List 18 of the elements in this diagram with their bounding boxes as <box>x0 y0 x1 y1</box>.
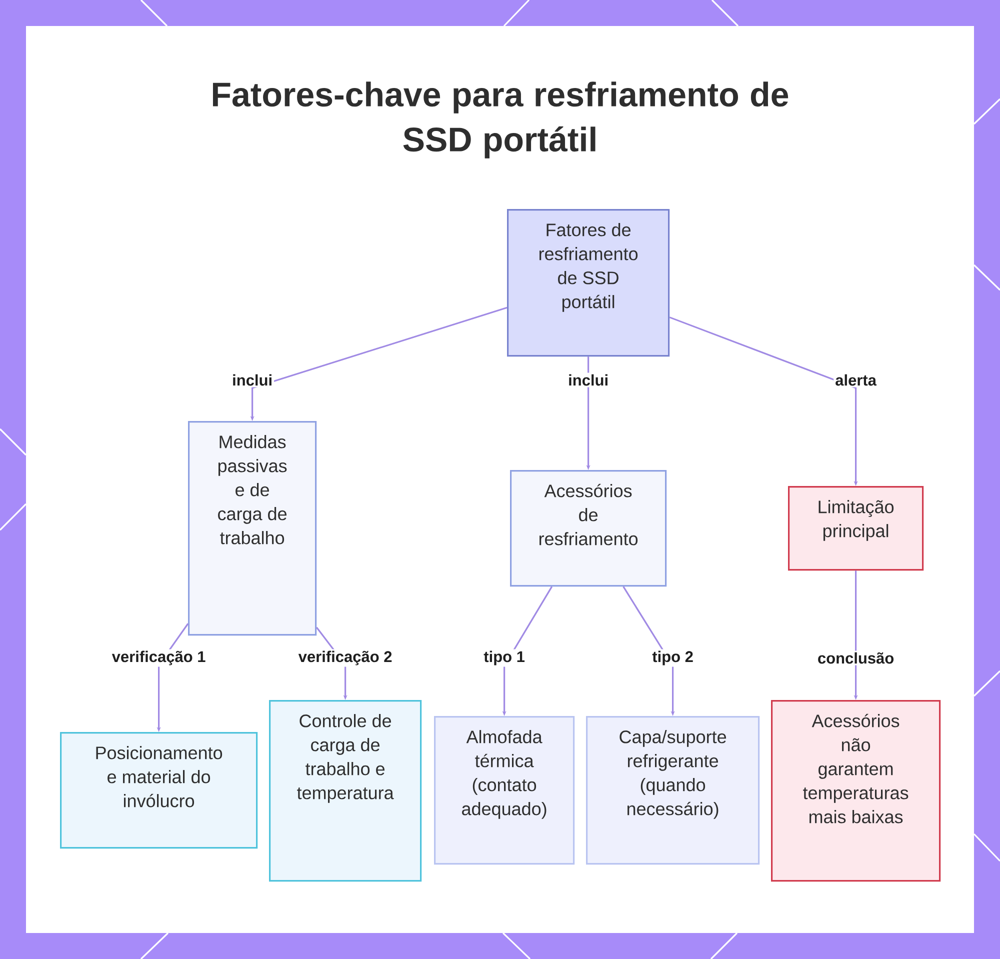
edge-label: tipo 1 <box>482 649 526 667</box>
warning-box: Acessórios não garantem temperaturas mais baixas <box>771 700 941 882</box>
concept-box: Controle de carga de trabalho e temperatura <box>269 700 422 882</box>
edge-label: alerta <box>834 372 878 388</box>
edge-label: inclui <box>566 372 610 388</box>
edge-label: tipo 2 <box>650 649 695 667</box>
title: Fatores-chave para resfriamento de SSD portátil <box>212 82 788 158</box>
edge-label: verificação 2 <box>296 649 394 667</box>
concept-box: Acessórios de resfriamento <box>510 470 667 587</box>
edge-label: inclui <box>230 372 274 388</box>
concept-box: Medidas passivas e de carga de trabalho <box>188 421 317 636</box>
topic-box: Fatores de resfriamento de SSD portátil <box>507 209 670 357</box>
warning-box: Limitação principal <box>788 486 924 571</box>
concept-box: Capa/suporte refrigerante (quando necessário) <box>586 716 760 865</box>
concept-box: Posicionamento e material do invólucro <box>60 732 258 849</box>
edge-label: conclusão <box>816 650 896 666</box>
edge-label: verificação 1 <box>110 649 208 667</box>
concept-box: Almofada térmica (contato adequado) <box>434 716 575 865</box>
